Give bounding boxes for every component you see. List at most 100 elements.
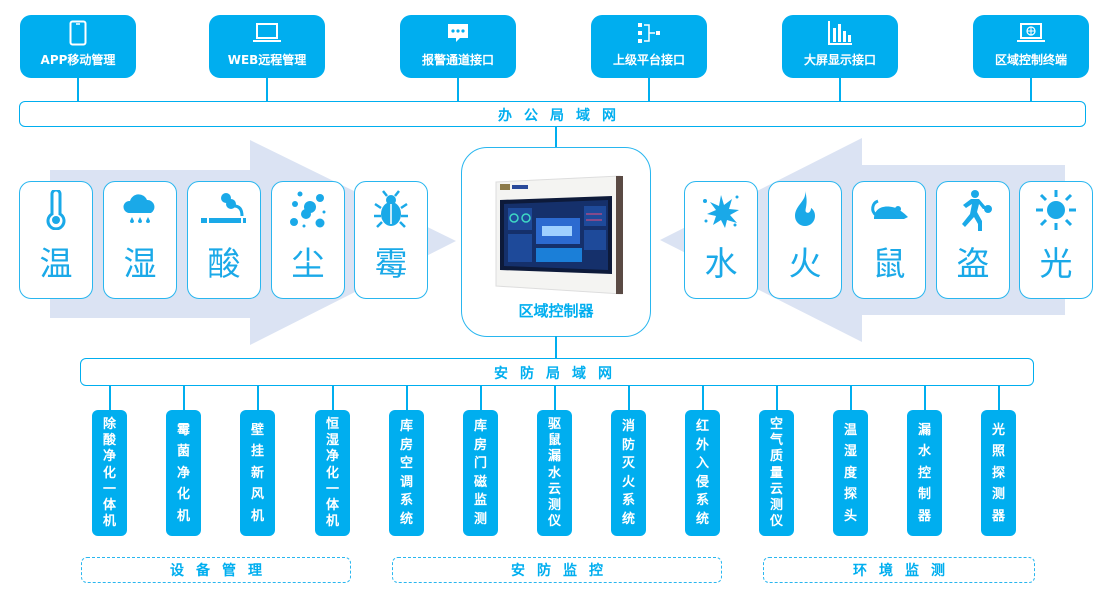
sensor-label: 光 — [1039, 244, 1073, 283]
hierarchy-icon — [591, 20, 707, 46]
connector-line — [924, 386, 926, 411]
device-label-char: 测 — [547, 497, 561, 513]
sensor-card: 鼠 — [852, 181, 926, 299]
device-label-char: 门 — [473, 456, 487, 472]
office-network-label: 办公局域网 — [498, 108, 628, 124]
connector-line — [702, 386, 704, 411]
device-item[interactable]: 红外入侵系统 — [685, 410, 720, 536]
connector-line — [109, 386, 111, 411]
device-item[interactable]: 壁挂新风机 — [240, 410, 275, 536]
interface-card[interactable]: 大屏显示接口 — [782, 15, 898, 78]
device-label-char: 仪 — [547, 513, 561, 529]
region-controller[interactable]: 区域控制器 — [461, 147, 651, 337]
device-label-char: 湿 — [843, 444, 857, 459]
device-item[interactable]: 除酸净化一体机 — [92, 410, 127, 536]
device-label-char: 红 — [695, 419, 709, 435]
controller-label: 区域控制器 — [518, 302, 594, 320]
device-label-char: 统 — [621, 511, 635, 527]
device-label-char: 霉 — [176, 422, 190, 438]
bug-icon — [355, 190, 427, 230]
device-label-char: 体 — [102, 497, 116, 513]
device-label-char: 净 — [102, 449, 116, 465]
device-label-char: 菌 — [176, 444, 190, 459]
device-item[interactable]: 库房空调系统 — [389, 410, 424, 536]
security-network-bus: 安防局域网 — [80, 358, 1034, 386]
device-label-char: 外 — [695, 437, 709, 453]
device-label-char: 库 — [399, 419, 413, 435]
device-label-char: 除 — [102, 417, 116, 433]
cigarette-smoke-icon — [188, 190, 260, 230]
interface-card[interactable]: APP移动管理 — [20, 15, 136, 78]
device-item[interactable]: 消防灭火系统 — [611, 410, 646, 536]
device-label-char: 库 — [473, 419, 487, 435]
thermometer-icon — [20, 190, 92, 230]
device-label-char: 漏 — [547, 449, 561, 465]
interface-label: WEB远程管理 — [227, 53, 307, 67]
connector-line — [332, 386, 334, 411]
device-item[interactable]: 空气质量云测仪 — [759, 410, 794, 536]
sensor-card: 湿 — [103, 181, 177, 299]
connector-line — [1030, 78, 1032, 102]
connector-line — [77, 78, 79, 102]
device-label-char: 净 — [325, 449, 339, 465]
device-label-char: 化 — [325, 465, 339, 481]
smartphone-icon — [20, 20, 136, 46]
connector-line — [998, 386, 1000, 411]
device-label-char: 器 — [991, 508, 1005, 524]
sensor-card: 光 — [1019, 181, 1093, 299]
interface-label: 报警通道接口 — [421, 53, 494, 67]
device-item[interactable]: 库房门磁监测 — [463, 410, 498, 536]
sensor-label: 湿 — [123, 244, 157, 283]
device-label-char: 测 — [991, 487, 1005, 502]
sensor-label: 霉 — [374, 244, 408, 283]
interface-card[interactable]: 上级平台接口 — [591, 15, 707, 78]
sun-icon — [1020, 190, 1092, 230]
sensor-label: 酸 — [207, 244, 241, 283]
device-label-char: 机 — [325, 513, 339, 529]
device-label-char: 壁 — [250, 422, 264, 438]
device-label-char: 机 — [176, 508, 190, 524]
device-item[interactable]: 霉菌净化机 — [166, 410, 201, 536]
device-label-char: 温 — [843, 422, 857, 438]
sensor-card: 水 — [684, 181, 758, 299]
connector-line — [457, 78, 459, 102]
flame-icon — [769, 190, 841, 230]
device-item[interactable]: 漏水控制器 — [907, 410, 942, 536]
device-label-char: 照 — [991, 444, 1005, 459]
rat-icon — [853, 190, 925, 230]
device-label-char: 水 — [547, 465, 561, 481]
device-label-char: 风 — [250, 487, 264, 502]
interface-card[interactable]: WEB远程管理 — [209, 15, 325, 78]
device-item[interactable]: 恒湿净化一体机 — [315, 410, 350, 536]
device-label-char: 量 — [769, 465, 783, 481]
device-label-char: 入 — [695, 456, 709, 472]
device-label-char: 房 — [473, 437, 487, 453]
group-device-management: 设备管理 — [81, 557, 351, 583]
device-label-char: 灭 — [621, 456, 635, 472]
device-label-char: 恒 — [325, 417, 339, 433]
device-item[interactable]: 光照探测器 — [981, 410, 1016, 536]
sensor-card: 温 — [19, 181, 93, 299]
interface-label: 上级平台接口 — [612, 53, 685, 67]
interface-label: 大屏显示接口 — [803, 53, 876, 67]
connector-line — [257, 386, 259, 411]
interface-card[interactable]: 区域控制终端 — [973, 15, 1089, 78]
device-label-char: 新 — [250, 465, 264, 481]
device-label-char: 机 — [102, 513, 116, 529]
device-label-char: 一 — [102, 481, 116, 497]
connector-line — [628, 386, 630, 411]
device-item[interactable]: 温湿度探头 — [833, 410, 868, 536]
device-label-char: 气 — [769, 433, 783, 449]
interface-card[interactable]: 报警通道接口 — [400, 15, 516, 78]
device-item[interactable]: 驱鼠漏水云测仪 — [537, 410, 572, 536]
device-label-char: 湿 — [325, 433, 339, 449]
device-label-char: 磁 — [473, 474, 487, 490]
device-label-char: 化 — [102, 465, 116, 481]
sensor-label: 盗 — [956, 244, 990, 283]
device-label-char: 侵 — [695, 474, 709, 490]
sensor-card: 火 — [768, 181, 842, 299]
controller-device-image — [495, 175, 623, 295]
connector-line — [266, 78, 268, 102]
device-label-char: 调 — [399, 474, 413, 490]
interface-label: APP移动管理 — [40, 53, 116, 67]
